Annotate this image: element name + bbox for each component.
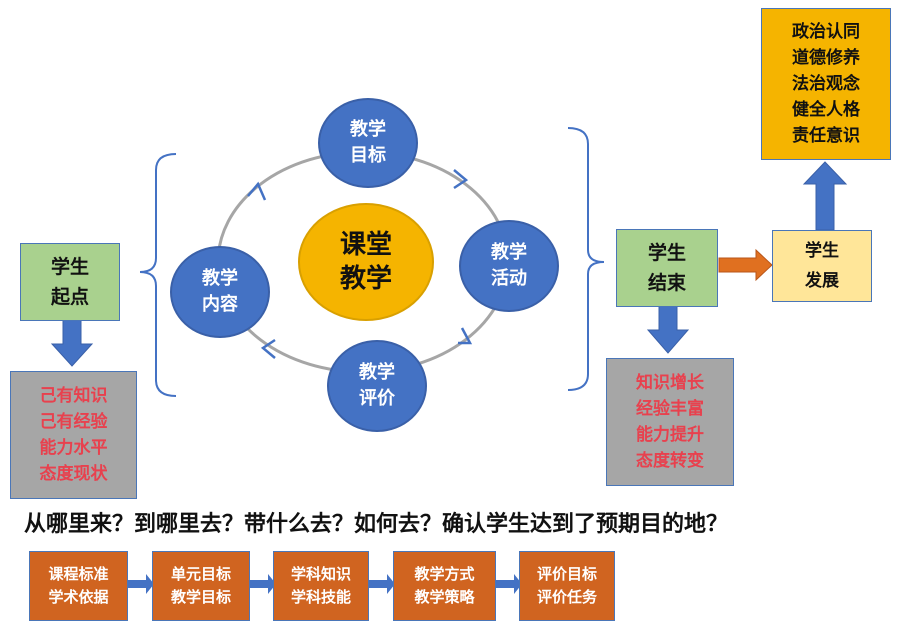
student-start-box: 学生 起点 <box>20 243 120 321</box>
flow-step-2-line2: 教学目标 <box>170 588 231 606</box>
left-bracket <box>139 153 177 397</box>
end-to-development-arrow <box>718 248 773 282</box>
flow-step-4-line1: 教学方式 <box>414 565 475 583</box>
cycle-node-activity-line2: 活动 <box>491 268 527 289</box>
start-item: 态度现状 <box>39 464 108 484</box>
cycle-node-content-line2: 内容 <box>202 294 238 315</box>
start-item: 己有经验 <box>39 412 108 432</box>
start-item: 己有知识 <box>39 386 108 406</box>
cycle-node-evaluation-line2: 评价 <box>359 388 395 409</box>
cycle-node-goal-line1: 教学 <box>350 119 386 140</box>
flow-arrow-3 <box>369 574 395 594</box>
cycle-arrow-bottom-right <box>458 327 473 345</box>
student-end-line2: 结束 <box>647 272 686 294</box>
flow-step-1-line2: 学术依据 <box>48 588 109 606</box>
flow-step-2: 单元目标 教学目标 <box>152 551 250 621</box>
end-item: 知识增长 <box>636 373 704 393</box>
flow-step-5: 评价目标 评价任务 <box>519 551 615 621</box>
flow-arrow-4 <box>496 574 522 594</box>
guiding-questions: 从哪里来？到哪里去？带什么去？如何去？确认学生达到了预期目的地？ <box>24 511 729 537</box>
flow-step-1-line1: 课程标准 <box>48 565 109 583</box>
start-down-arrow <box>50 319 94 367</box>
literacy-item: 法治观念 <box>792 74 860 94</box>
core-literacy-box: 政治认同 道德修养 法治观念 健全人格 责任意识 <box>761 8 891 160</box>
development-up-arrow <box>802 161 848 231</box>
cycle-node-evaluation: 教学 评价 <box>327 340 427 432</box>
literacy-item: 健全人格 <box>792 100 860 120</box>
right-bracket <box>567 127 605 391</box>
literacy-item: 责任意识 <box>792 126 860 146</box>
cycle-node-activity: 教学 活动 <box>459 220 559 312</box>
cycle-center-node: 课堂 教学 <box>298 203 434 321</box>
cycle-node-evaluation-line1: 教学 <box>359 362 395 383</box>
student-development-line1: 学生 <box>805 241 839 261</box>
flow-step-5-line1: 评价目标 <box>536 565 597 583</box>
literacy-item: 政治认同 <box>792 22 860 42</box>
end-item: 能力提升 <box>636 425 704 445</box>
flow-arrow-2 <box>250 574 276 594</box>
cycle-node-activity-line1: 教学 <box>491 242 527 263</box>
end-items-box: 知识增长 经验丰富 能力提升 态度转变 <box>606 358 734 486</box>
flow-step-4-line2: 教学策略 <box>414 588 475 606</box>
cycle-node-content: 教学 内容 <box>170 246 270 338</box>
student-start-line2: 起点 <box>50 286 89 308</box>
flow-step-3-line1: 学科知识 <box>290 565 351 583</box>
flow-arrow-1 <box>128 574 154 594</box>
flow-step-2-line1: 单元目标 <box>170 565 231 583</box>
cycle-node-goal: 教学 目标 <box>318 98 418 188</box>
cycle-node-goal-line2: 目标 <box>350 145 386 166</box>
cycle-arrow-top-right <box>453 169 469 190</box>
student-development-line2: 发展 <box>805 271 839 291</box>
student-end-line1: 学生 <box>647 242 686 264</box>
flow-step-4: 教学方式 教学策略 <box>393 551 496 621</box>
start-items-box: 己有知识 己有经验 能力水平 态度现状 <box>10 371 137 499</box>
flow-step-5-line2: 评价任务 <box>536 588 597 606</box>
flow-step-3-line2: 学科技能 <box>290 588 351 606</box>
cycle-arrow-top-left <box>247 181 267 201</box>
flow-step-3: 学科知识 学科技能 <box>273 551 369 621</box>
start-item: 能力水平 <box>39 438 108 458</box>
end-item: 经验丰富 <box>636 399 704 419</box>
end-item: 态度转变 <box>636 451 704 471</box>
student-start-line1: 学生 <box>50 256 89 278</box>
end-down-arrow <box>646 305 690 354</box>
cycle-center-line2: 教学 <box>339 264 392 294</box>
cycle-center-line1: 课堂 <box>339 230 392 260</box>
student-end-box: 学生 结束 <box>616 229 718 307</box>
cycle-node-content-line1: 教学 <box>202 268 238 289</box>
literacy-item: 道德修养 <box>792 48 860 68</box>
student-development-box: 学生 发展 <box>772 230 872 302</box>
cycle-arrow-bottom-left <box>260 338 276 359</box>
flow-step-1: 课程标准 学术依据 <box>29 551 128 621</box>
